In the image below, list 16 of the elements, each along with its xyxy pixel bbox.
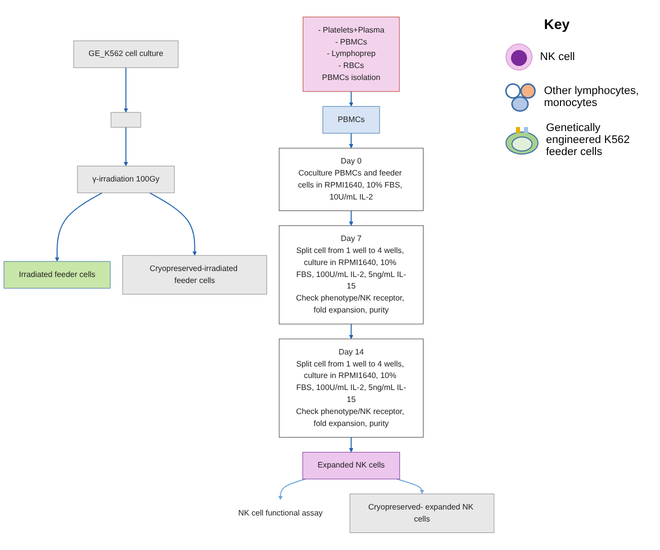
node-box [110, 112, 142, 128]
arrow [124, 67, 128, 113]
arrow [149, 192, 197, 256]
legend-text: Other lymphocytes, monocytes [544, 85, 640, 109]
arrow [349, 91, 354, 107]
arrow [349, 132, 354, 148]
arrow [278, 478, 306, 500]
arrow [124, 126, 128, 166]
arrow [349, 324, 354, 340]
arrow [349, 436, 354, 453]
legend-text: Genetically engineered K562 feeder cells [546, 122, 631, 158]
arrow [396, 478, 424, 494]
legend-text: NK cell [540, 51, 575, 63]
key-heading: Key [544, 16, 571, 32]
arrow [54, 192, 103, 262]
arrow [349, 210, 354, 226]
